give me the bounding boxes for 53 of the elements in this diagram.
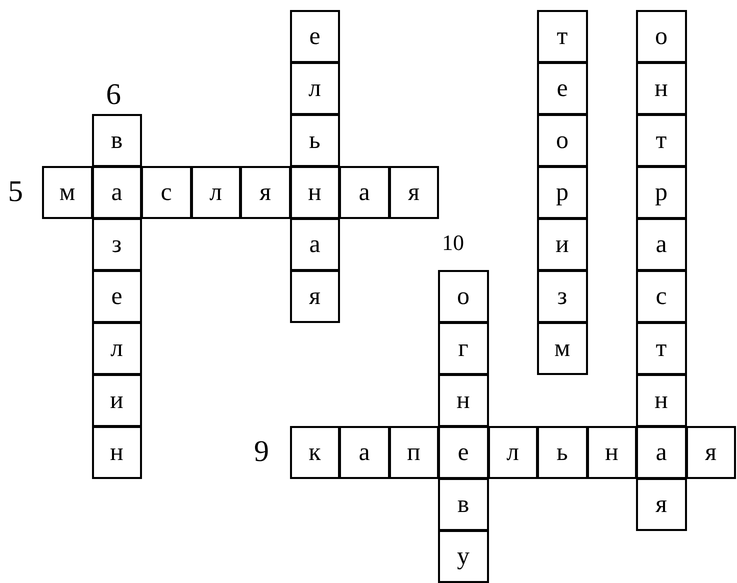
crossword-cell: т — [537, 10, 588, 63]
crossword-cell: о — [438, 270, 488, 323]
crossword-cell: к — [290, 426, 340, 479]
clue-number: 9 — [254, 437, 269, 467]
crossword-cell: а — [636, 218, 686, 271]
crossword-cell: п — [388, 426, 439, 479]
crossword-cell: я — [290, 270, 340, 323]
crossword-cell: е — [438, 426, 488, 479]
crossword-cell: ь — [290, 114, 340, 167]
crossword-cell: н — [290, 166, 340, 219]
crossword-cell: в — [438, 478, 488, 531]
crossword-cell: з — [92, 218, 142, 271]
crossword-cell: л — [92, 322, 142, 375]
crossword-cell: н — [636, 374, 686, 427]
crossword-cell: у — [438, 530, 488, 583]
crossword-cell: а — [339, 166, 390, 219]
crossword-cell: л — [190, 166, 241, 219]
crossword-cell: е — [92, 270, 142, 323]
crossword-cell: а — [339, 426, 390, 479]
crossword-cell: я — [240, 166, 290, 219]
crossword-cell: н — [586, 426, 637, 479]
crossword-cell: м — [537, 322, 588, 375]
crossword-cell: е — [290, 10, 340, 63]
crossword-cell: а — [290, 218, 340, 271]
crossword-cell: е — [537, 62, 588, 115]
crossword-cell: л — [290, 62, 340, 115]
crossword-cell: с — [141, 166, 192, 219]
crossword-cell: л — [488, 426, 538, 479]
crossword-cell: о — [537, 114, 588, 167]
crossword-cell: р — [537, 166, 588, 219]
crossword-cell: м — [42, 166, 92, 219]
crossword-cell: ь — [537, 426, 588, 479]
crossword-cell: и — [92, 374, 142, 427]
crossword-cell: т — [636, 114, 686, 167]
crossword-cell: в — [92, 114, 142, 167]
clue-number: 10 — [442, 232, 464, 254]
crossword-cell: с — [636, 270, 686, 323]
crossword-cell: о — [636, 10, 686, 63]
clue-number: 6 — [106, 80, 121, 110]
crossword-cell: г — [438, 322, 488, 375]
crossword-cell: я — [636, 478, 686, 531]
crossword-cell: а — [636, 426, 686, 479]
crossword-cell: и — [537, 218, 588, 271]
crossword-cell: н — [438, 374, 488, 427]
crossword-cell: р — [636, 166, 686, 219]
crossword-cell: а — [92, 166, 142, 219]
crossword-cell: я — [388, 166, 439, 219]
crossword-cell: т — [636, 322, 686, 375]
clue-number: 5 — [8, 177, 23, 207]
crossword-cell: з — [537, 270, 588, 323]
crossword-cell: н — [92, 426, 142, 479]
crossword-cell: н — [636, 62, 686, 115]
crossword-cell: я — [686, 426, 736, 479]
